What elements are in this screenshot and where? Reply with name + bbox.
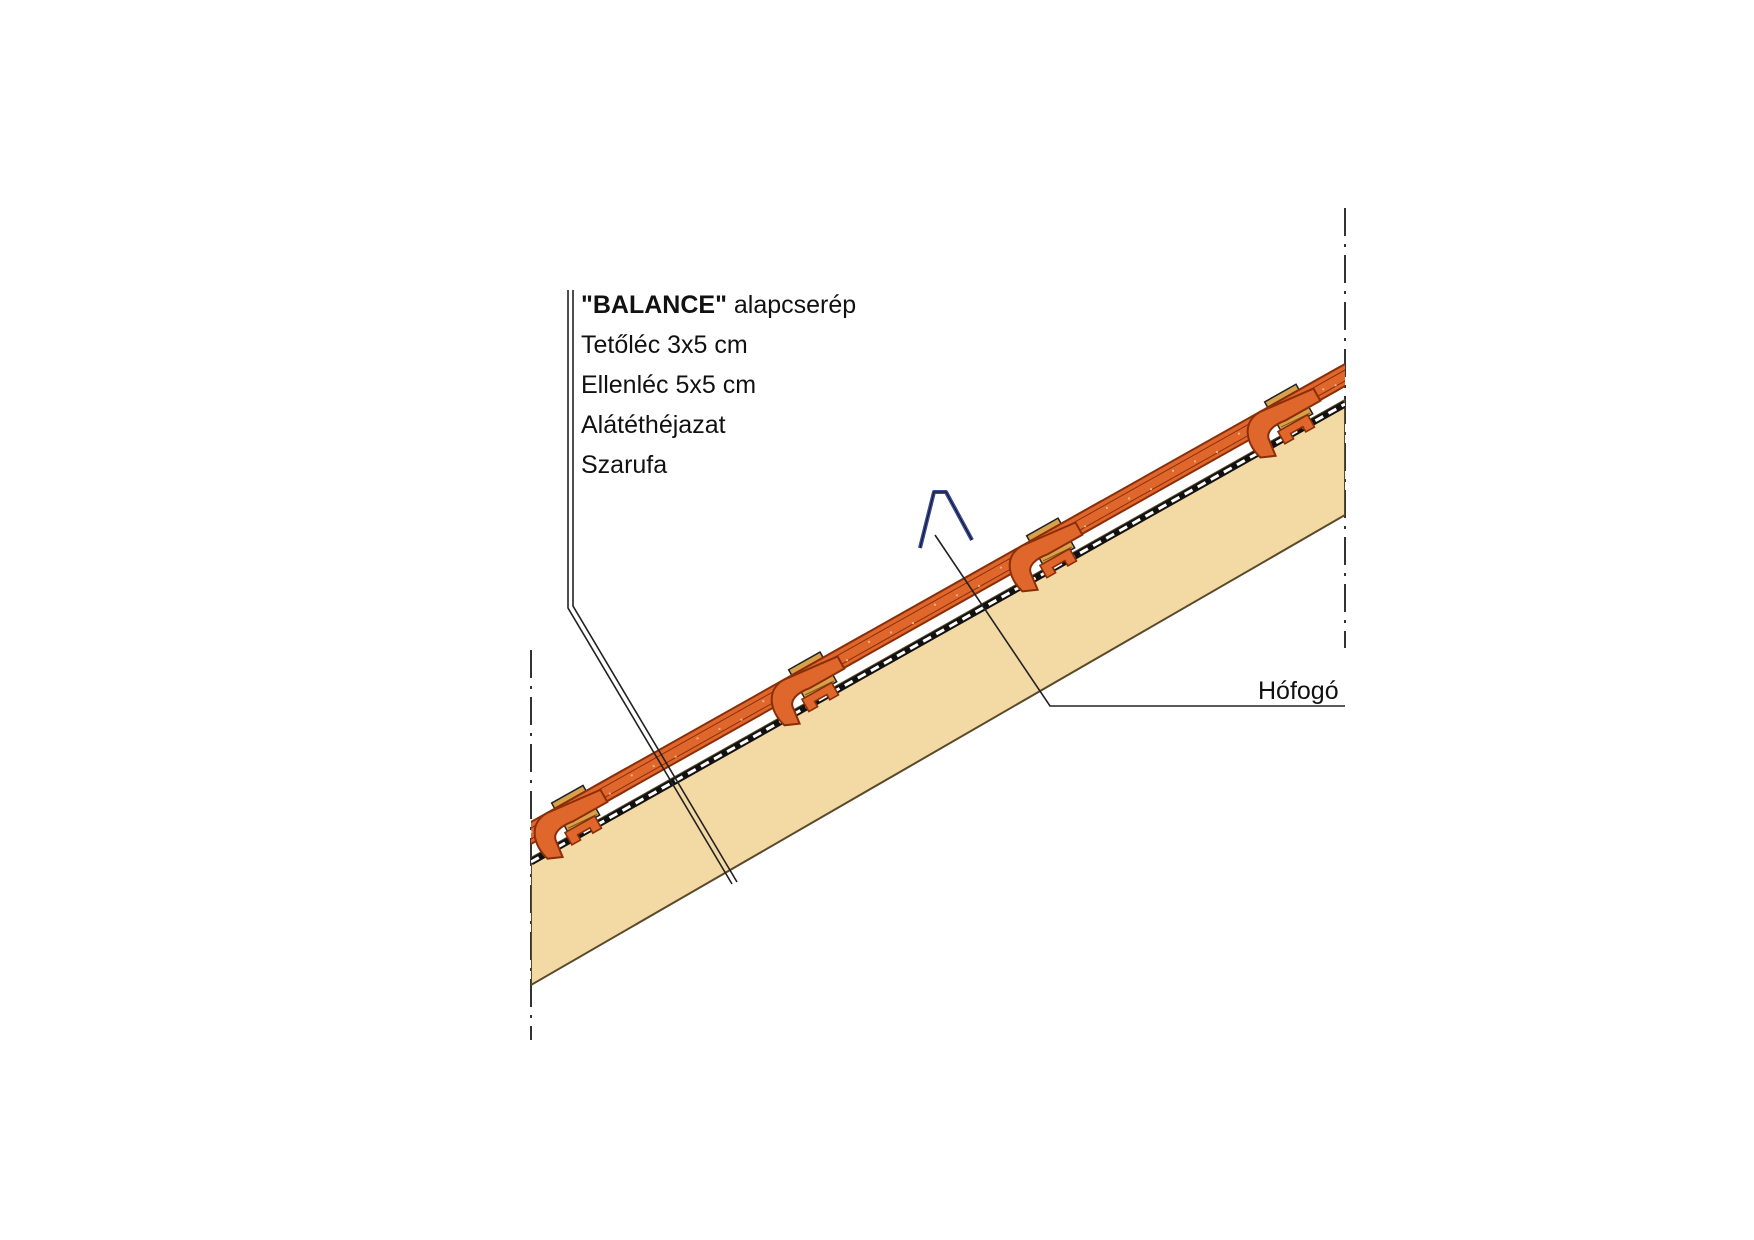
tile-speckle xyxy=(455,873,457,875)
tile-speckle xyxy=(1420,330,1422,332)
tile-nose xyxy=(770,655,846,727)
label-tile: "BALANCE" alapcserép xyxy=(581,293,856,318)
tile-speckle xyxy=(933,603,937,606)
tile-speckle xyxy=(1193,460,1197,463)
tile-speckle xyxy=(1347,371,1349,373)
tile-nose-body xyxy=(533,788,609,860)
label-underlay: Alátéthéjazat xyxy=(581,411,726,439)
tile-hook xyxy=(800,681,840,713)
label-batten: Tetőléc 3x5 cm xyxy=(581,331,748,359)
tile-speckle xyxy=(608,792,611,795)
tile-speckle xyxy=(1396,347,1398,349)
tile-speckle xyxy=(1083,525,1087,528)
snow-guard-outline xyxy=(919,491,973,549)
tile-speckle xyxy=(630,774,633,777)
tile-speckle xyxy=(1237,432,1241,435)
tile-speckle xyxy=(1171,469,1175,472)
tile-nose-body xyxy=(770,655,846,727)
tile-speckle xyxy=(867,640,871,643)
tile-speckle xyxy=(1322,388,1325,391)
tile-speckle xyxy=(1408,343,1410,345)
tile-nose xyxy=(1008,521,1084,593)
tile-speckle xyxy=(1127,497,1131,500)
tile-speckle xyxy=(493,852,495,854)
tile-speckle xyxy=(518,844,520,846)
tile-nose xyxy=(1246,387,1322,459)
tile-speckle xyxy=(674,755,677,758)
snow-guard xyxy=(918,490,974,549)
underlay-membrane xyxy=(531,402,1345,864)
tile-hook xyxy=(1038,547,1078,579)
tile-speckle xyxy=(468,869,470,871)
label-snow-guard: Hófogó xyxy=(1258,677,1339,705)
label-counter-batten: Ellenléc 5x5 cm xyxy=(581,371,757,399)
label-tile-brand: "BALANCE" xyxy=(581,291,727,319)
tile-speckle xyxy=(1359,367,1361,369)
tile-speckle xyxy=(1433,326,1435,328)
tile-speckle xyxy=(977,584,981,588)
roof-tiles xyxy=(455,326,1435,875)
tile-speckle xyxy=(1334,384,1337,387)
tile-speckle xyxy=(718,727,721,731)
tile-speckle xyxy=(480,865,482,867)
tile-speckle xyxy=(531,830,533,833)
main-leader-line-b xyxy=(572,290,738,883)
tile-speckle xyxy=(1371,363,1373,365)
label-tile-rest: alapcserép xyxy=(726,291,857,319)
tile-speckle xyxy=(911,621,915,625)
tile-speckle xyxy=(889,631,893,634)
tile-speckle xyxy=(955,594,959,597)
tile-hook xyxy=(563,814,603,846)
tile-hook xyxy=(1276,413,1316,445)
tile-speckle xyxy=(652,764,655,768)
tile-speckle xyxy=(999,566,1003,569)
tile-speckle xyxy=(1149,488,1153,491)
tile-speckle xyxy=(740,718,743,721)
tile-speckle xyxy=(1215,450,1219,454)
rafter xyxy=(531,398,1345,987)
tile-speckle xyxy=(696,737,699,740)
tile-speckle xyxy=(505,848,507,850)
snow-guard-leader xyxy=(934,534,1345,707)
tile-speckle xyxy=(845,659,849,662)
tile-speckle xyxy=(762,700,765,703)
tile-nose-body xyxy=(1008,521,1084,593)
tile-speckle xyxy=(1105,506,1109,510)
label-rafter: Szarufa xyxy=(581,451,668,479)
tile-nose xyxy=(533,788,609,860)
tile-speckle xyxy=(1384,351,1386,353)
tile-nose-body xyxy=(1246,387,1322,459)
main-leader-line xyxy=(567,290,733,885)
